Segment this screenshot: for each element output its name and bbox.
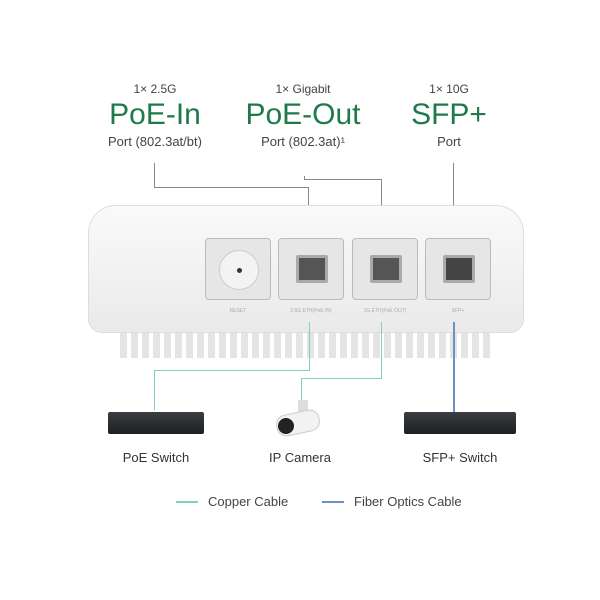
device-ip-camera: IP Camera [269, 450, 331, 465]
callout-line [154, 163, 155, 187]
label-reset: RESET [229, 308, 247, 314]
rj45-icon [370, 255, 402, 283]
copper-cable [381, 322, 382, 379]
legend-copper: Copper Cable [176, 494, 288, 509]
fiber-cable [453, 322, 455, 412]
copper-cable [301, 378, 302, 400]
poe-out-port [352, 238, 418, 300]
copper-cable [301, 378, 382, 379]
port-count: 1× 2.5G [133, 82, 177, 96]
sfp-switch-image [404, 412, 516, 434]
device-sfp-switch: SFP+ Switch [422, 450, 498, 465]
port-desc: Port [437, 134, 461, 149]
rj45-icon [296, 255, 328, 283]
port-name: SFP+ [411, 98, 487, 131]
ip-camera-image [274, 400, 328, 440]
callout-line [304, 176, 305, 180]
label-poe-in: 2.5G ETH(PoE IN) [290, 308, 332, 314]
port-desc: Port (802.3at/bt) [108, 134, 202, 149]
legend-label: Fiber Optics Cable [354, 494, 462, 509]
copper-cable [309, 322, 310, 370]
label-sfp: SFP+ [451, 308, 465, 314]
poe-in-port [278, 238, 344, 300]
port-count: 1× Gigabit [275, 82, 331, 96]
port-name: PoE-In [109, 98, 201, 131]
sfp-cage-icon [443, 255, 475, 283]
device-poe-switch: PoE Switch [122, 450, 190, 465]
port-count: 1× 10G [429, 82, 469, 96]
copper-cable [154, 370, 155, 410]
copper-swatch [176, 500, 198, 503]
sfp-port [425, 238, 491, 300]
callout-line [304, 179, 382, 180]
poe-switch-image [108, 412, 204, 434]
label-poe-out: 1G ETH(PoE OUT) [363, 308, 407, 314]
callout-line [154, 187, 309, 188]
legend-fiber: Fiber Optics Cable [322, 494, 462, 509]
copper-cable [154, 370, 310, 371]
reset-button [219, 250, 259, 290]
port-desc: Port (802.3at)¹ [261, 134, 345, 149]
header-poe-out: 1× Gigabit PoE-Out Port (802.3at)¹ [213, 82, 393, 149]
legend-label: Copper Cable [208, 494, 289, 509]
header-sfp: 1× 10G SFP+ Port [359, 82, 539, 149]
port-name: PoE-Out [245, 98, 361, 131]
header-poe-in: 1× 2.5G PoE-In Port (802.3at/bt) [65, 82, 245, 149]
fiber-swatch [322, 500, 344, 503]
reset-port [205, 238, 271, 300]
heatsink-fins [120, 330, 492, 358]
